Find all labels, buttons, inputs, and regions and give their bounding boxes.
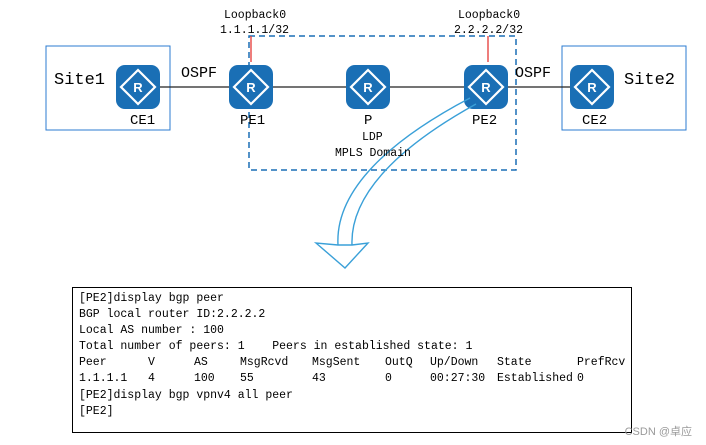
terminal-line-local-as: Local AS number : 100 [79,324,224,338]
cell-msgsent: 43 [312,372,326,386]
peer-table-header: Peer V AS MsgRcvd MsgSent OutQ Up/Down S… [79,355,631,371]
pe2-label: PE2 [472,113,497,129]
ce2-label: CE2 [582,113,607,129]
col-outq: OutQ [385,356,413,370]
ce1-label: CE1 [130,113,155,129]
col-prefrcv: PrefRcv [577,356,626,370]
network-topology-diagram: R R R R R Site1 Site2 OSPF OSPF CE1 PE1 … [45,9,687,269]
col-v: V [148,356,155,370]
cell-state: Established [497,372,573,386]
router-pe2-icon: R [464,65,508,109]
col-msgsent: MsgSent [312,356,361,370]
loopback-pe1-addr: 1.1.1.1/32 [220,24,289,37]
cell-outq: 0 [385,372,392,386]
router-pe1-icon: R [229,65,273,109]
svg-text:R: R [246,80,256,95]
col-peer: Peer [79,356,107,370]
svg-text:R: R [363,80,373,95]
terminal-line-peer-count: Total number of peers: 1 Peers in establ… [79,340,473,354]
svg-text:R: R [481,80,491,95]
terminal-line-command: [PE2]display bgp peer [79,292,224,305]
terminal-output: [PE2]display bgp peer BGP local router I… [72,287,632,433]
loopback-pe2-addr: 2.2.2.2/32 [454,24,523,37]
site2-label: Site2 [624,71,675,90]
cell-peer: 1.1.1.1 [79,372,128,386]
loopback-pe1-title: Loopback0 [224,9,286,22]
col-updown: Up/Down [430,356,479,370]
ospf-left-label: OSPF [181,65,217,82]
watermark: CSDN @卓应 [624,426,692,438]
col-state: State [497,356,532,370]
pointer-arrow-inner [351,103,477,246]
cell-msgrcvd: 55 [240,372,254,386]
cell-as: 100 [194,372,215,386]
terminal-line-vpnv4-command: [PE2]display bgp vpnv4 all peer [79,388,293,402]
terminal-line-router-id: BGP local router ID:2.2.2.2 [79,308,266,322]
svg-text:R: R [587,80,597,95]
pointer-arrow-head [313,242,370,269]
mpls-domain-label: MPLS Domain [335,147,411,160]
svg-text:R: R [133,80,143,95]
p-label: P [364,113,372,129]
site1-label: Site1 [54,71,105,90]
col-as: AS [194,356,208,370]
pointer-arrow-icon [337,97,471,246]
terminal-line-prompt: [PE2] [79,404,114,418]
pe1-label: PE1 [240,113,265,129]
router-ce1-icon: R [116,65,160,109]
ospf-right-label: OSPF [515,65,551,82]
peer-table-row: 1.1.1.1 4 100 55 43 0 00:27:30 Establish… [79,371,631,387]
col-msgrcvd: MsgRcvd [240,356,289,370]
cell-prefrcv: 0 [577,372,584,386]
loopback-pe2-title: Loopback0 [458,9,520,22]
ldp-label: LDP [362,131,383,144]
router-ce2-icon: R [570,65,614,109]
router-p-icon: R [346,65,390,109]
cell-v: 4 [148,372,155,386]
cell-updown: 00:27:30 [430,372,486,386]
